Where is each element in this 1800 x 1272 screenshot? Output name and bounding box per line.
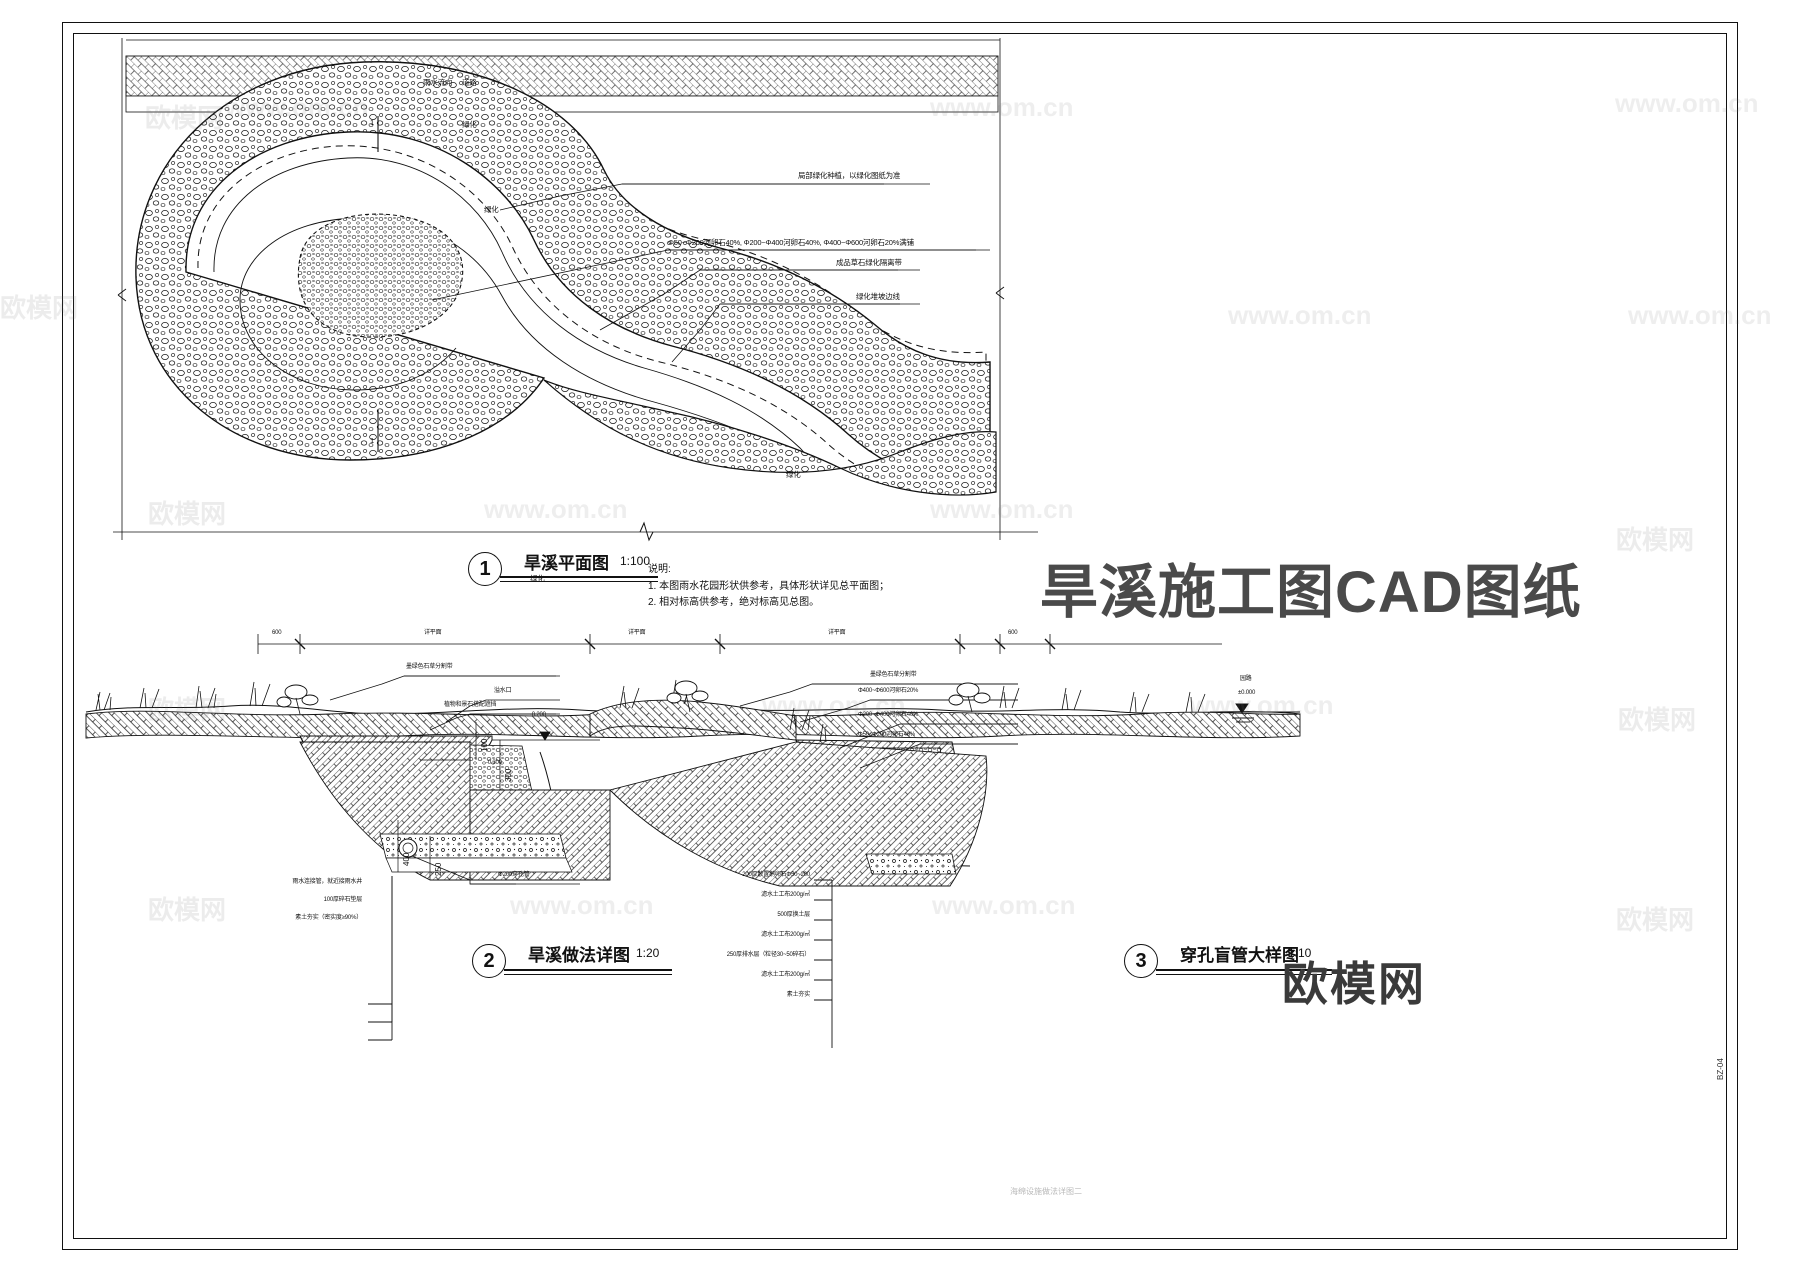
- section-callout-cobble-200-400: Φ200~Φ400河卵石40%: [858, 712, 919, 718]
- pipe-detail-caption-scale: 1:10: [1288, 946, 1312, 960]
- section-caption-title: 旱溪做法详图: [528, 946, 630, 965]
- section-label-road: 园路: [1240, 676, 1252, 682]
- section-callout-overflow: 溢水口: [494, 688, 512, 694]
- plan-label-green-2: 绿化: [484, 205, 499, 214]
- plan-note-2: 2. 相对标高供参考，绝对标高见总图。: [648, 597, 820, 608]
- section-callout-cobble-50-200: Φ50~Φ200河卵石40%: [858, 732, 915, 738]
- layer-callout-soil-replacement: 500厚换土层: [777, 912, 810, 918]
- section-dim-left-600: 600: [272, 630, 282, 636]
- pipe-detail-caption-title: 穿孔盲管大样图: [1180, 946, 1299, 965]
- section-callout-gravel-bedding: 100厚碎石垫层: [323, 897, 363, 903]
- drawing-sheet-inner-border: [73, 33, 1727, 1239]
- plan-label-water-flow: 雨水流向: [423, 78, 453, 87]
- plan-label-green-3: 绿化: [786, 470, 801, 479]
- plan-section-mark-top: 1: [370, 118, 374, 127]
- section-label-road-level: ±0.000: [1238, 690, 1256, 696]
- pipe-detail-caption-rule: [1156, 969, 1332, 975]
- plan-callout-grass-stone-belt: 成品草石绿化隔离带: [836, 258, 902, 267]
- layer-callout-geotextile-2: 滤水土工布200g/㎡: [761, 932, 810, 938]
- section-caption-number: 2: [472, 944, 506, 978]
- sheet-big-title: 旱溪施工图CAD图纸: [1040, 560, 1582, 625]
- section-callout-perforated-pipe: Φ200穿孔管: [498, 872, 530, 878]
- section-caption-scale: 1:20: [636, 946, 660, 960]
- plan-label-green-4: 绿化: [530, 574, 545, 583]
- plan-caption-scale: 1:100: [620, 554, 651, 568]
- section-dim-detail-2: 详平面: [628, 630, 646, 636]
- layer-callout-compacted-subgrade: 素土夯实: [786, 992, 810, 998]
- section-callout-stormwater-pipe: 雨水连接管，就近接雨水井: [292, 879, 362, 885]
- layer-callout-drainage: 250厚排水层（粒径30~50碎石）: [726, 952, 810, 958]
- plan-caption-title: 旱溪平面图: [524, 554, 609, 573]
- section-callout-plant-rock-screen: 植物和景石搭配遮挡: [444, 702, 497, 708]
- plan-caption-number: 1: [468, 552, 502, 586]
- section-dim-detail-3: 详平面: [828, 630, 846, 636]
- layer-callout-geotextile-3: 滤水土工布200g/㎡: [761, 972, 810, 978]
- brand-watermark: 欧模网: [1282, 958, 1426, 1010]
- plan-label-road: 道路: [462, 78, 477, 87]
- plan-callout-greening: 局部绿化种植，以绿化图纸为准: [798, 171, 901, 180]
- plan-notes: 说明: 1. 本图雨水花园形状供参考，具体形状详见总平面图； 2. 相对标高供参…: [648, 562, 889, 612]
- plan-callout-mound-edge: 绿化堆坡边线: [856, 292, 900, 301]
- section-label-water-level: -0.200: [530, 712, 546, 718]
- section-dim-detail-1: 详平面: [424, 630, 442, 636]
- section-dim-400: 400: [402, 852, 411, 866]
- section-callout-cobble-400-600: Φ400~Φ600河卵石20%: [858, 688, 919, 694]
- pipe-detail-caption-number: 3: [1124, 944, 1158, 978]
- plan-note-1: 1. 本图雨水花园形状供参考，具体形状详见总平面图；: [648, 580, 890, 592]
- section-dim-300: 300: [504, 768, 513, 782]
- section-callout-stone-grass-belt-left: 墨绿色石草分割带: [406, 664, 453, 670]
- plan-label-green-1: 绿化: [462, 120, 477, 129]
- section-dim-250: 250: [434, 862, 443, 876]
- section-dim-right-600: 600: [1008, 630, 1018, 636]
- section-callout-stone-grass-belt-right: 墨绿色石草分割带: [870, 672, 917, 678]
- plan-notes-title: 说明:: [648, 564, 671, 575]
- section-caption-rule: [504, 969, 672, 975]
- section-callout-compacted-soil: 素土夯实（密实度≥90%）: [295, 915, 362, 921]
- layer-callout-geotextile-1: 滤水土工布200g/㎡: [761, 892, 810, 898]
- plan-caption-rule: [500, 576, 658, 582]
- sheet-code: BZ-04: [1716, 1058, 1725, 1080]
- plan-section-mark-bottom: 1: [370, 436, 374, 445]
- sheet-footer-note: 海绵设施做法详图二: [1010, 1187, 1082, 1196]
- layer-callout-cobble-top: 200厚散置鹅卵石Φ50~200: [742, 872, 810, 878]
- plan-callout-cobble-mix: Φ50~Φ200河卵石40%, Φ200~Φ400河卵石40%, Φ400~Φ6…: [668, 238, 914, 247]
- section-label-invert-300: -0.300: [486, 760, 502, 766]
- section-dim-100: 100: [480, 738, 489, 752]
